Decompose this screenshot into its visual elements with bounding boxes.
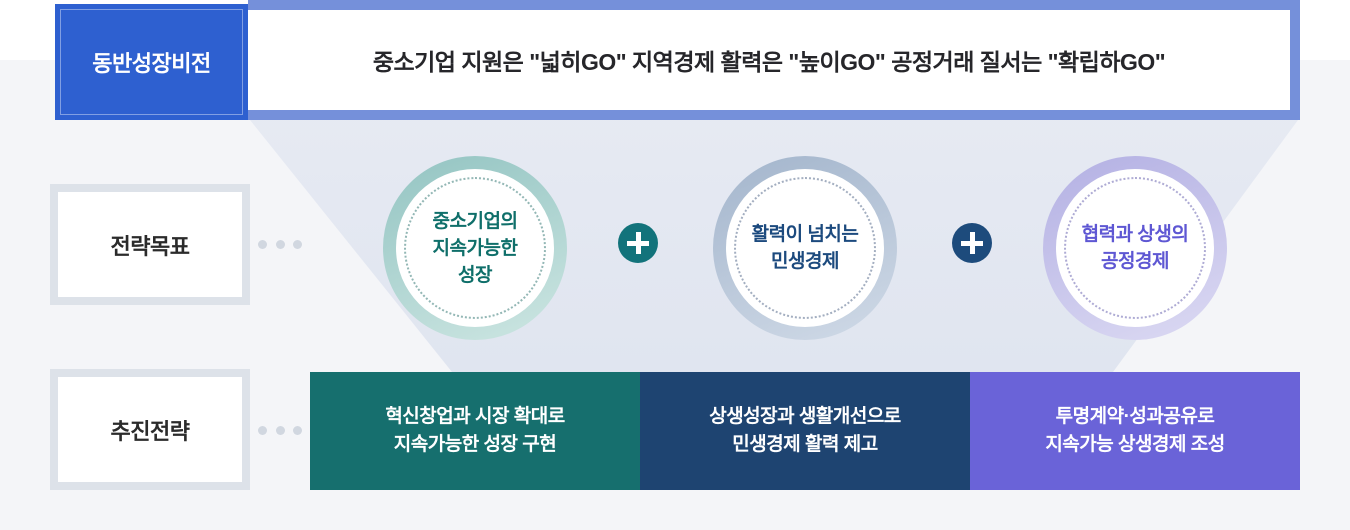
strategies-row-label-box: 추진전략: [50, 369, 250, 490]
goal-circle-dotted-ring: [734, 177, 876, 319]
goal-circle-livelihood-economy: 활력이 넘치는 민생경제: [713, 156, 897, 340]
vision-label-text: 동반성장비전: [92, 51, 211, 76]
strategy-box-shared-growth: 상생성장과 생활개선으로 민생경제 활력 제고: [640, 372, 970, 490]
goal-text: 중소기업의 지속가능한 성장: [432, 210, 518, 286]
goals-row-label: 전략목표: [110, 233, 190, 259]
plus-icon: [618, 223, 658, 263]
vision-statement-text: 중소기업 지원은 "넓히GO" 지역경제 활력은 "높이GO" 공정거래 질서는…: [372, 49, 1166, 75]
dot: [258, 240, 267, 249]
strategy-box-innovation-startup: 혁신창업과 시장 확대로 지속가능한 성장 구현: [310, 372, 640, 490]
goal-circle-dotted-ring: [404, 177, 546, 319]
strategies-row-label: 추진전략: [110, 418, 190, 444]
vision-label-box: 동반성장비전: [55, 4, 248, 120]
goals-dots-connector: [258, 240, 302, 249]
goal-circle-fair-economy: 협력과 상생의 공정경제: [1043, 156, 1227, 340]
dot: [293, 426, 302, 435]
goals-row-label-box: 전략목표: [50, 184, 250, 305]
goal-text: 협력과 상생의 공정경제: [1081, 224, 1189, 272]
dot: [258, 426, 267, 435]
strategy-box-transparent-contract: 투명계약·성과공유로 지속가능 상생경제 조성: [970, 372, 1300, 490]
vision-statement-box: 중소기업 지원은 "넓히GO" 지역경제 활력은 "높이GO" 공정거래 질서는…: [248, 0, 1300, 120]
goal-circle-sustainable-growth: 중소기업의 지속가능한 성장: [383, 156, 567, 340]
strategies-dots-connector: [258, 426, 302, 435]
dot: [275, 426, 285, 435]
dot: [275, 240, 285, 249]
dot: [293, 240, 302, 249]
plus-icon: [952, 223, 992, 263]
goal-circle-dotted-ring: [1064, 177, 1206, 319]
goal-text: 활력이 넘치는 민생경제: [751, 224, 859, 272]
